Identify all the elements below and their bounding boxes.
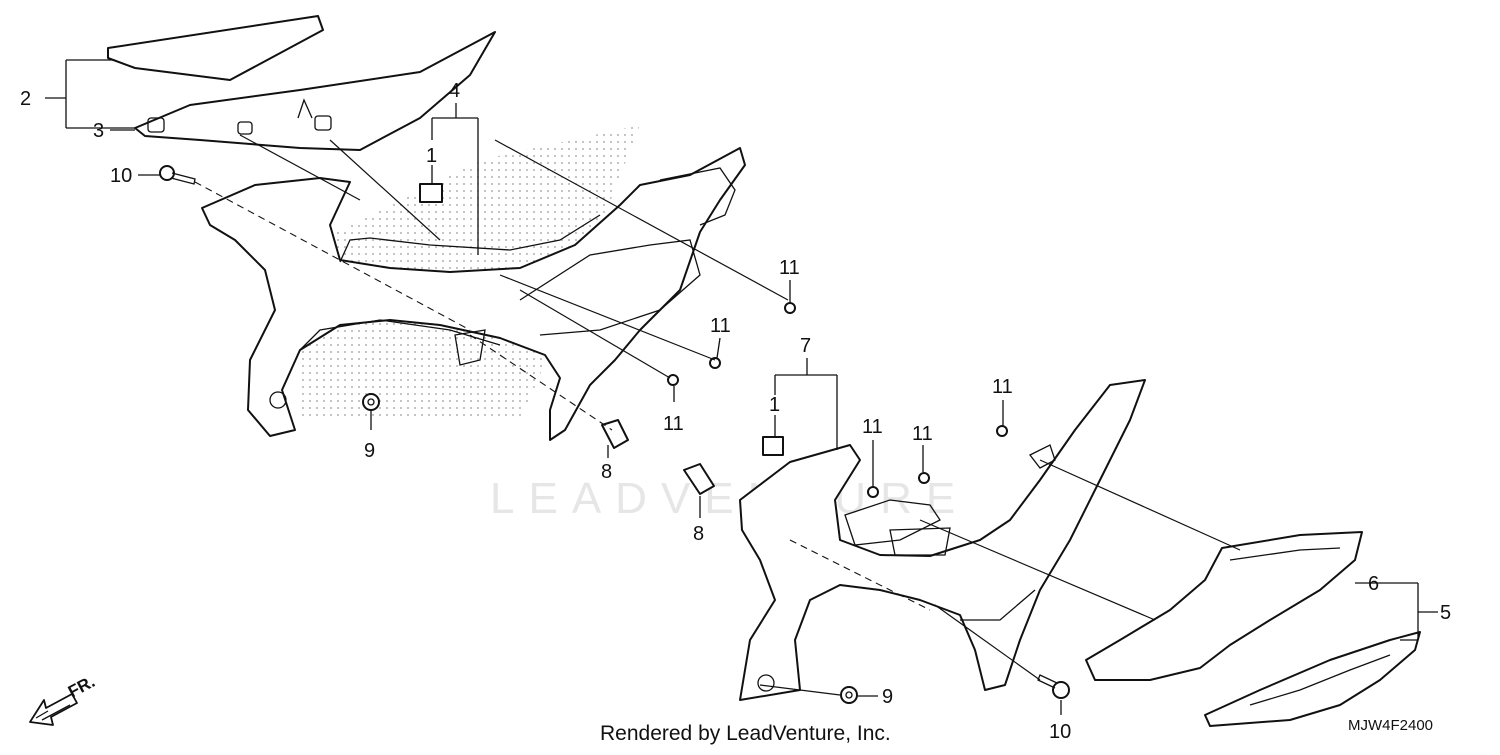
right-shroud-clip	[1029, 444, 1056, 469]
part-11-screws-right	[867, 425, 1008, 498]
right-shroud-grommet-hole	[757, 674, 775, 692]
leader-line-3	[239, 134, 361, 201]
callout-5: 5	[1440, 602, 1451, 624]
leader-line-6	[1039, 459, 1241, 551]
leader-line-4	[499, 274, 716, 361]
watermark-text: LEADVENTURE	[490, 474, 969, 523]
part-3-top-cover	[134, 31, 496, 151]
bracket-5-6	[1355, 582, 1438, 641]
bracket-4	[431, 103, 479, 255]
right-shroud-inner-block	[889, 527, 951, 556]
bracket-2-3	[45, 59, 135, 129]
dashed-line-1	[194, 181, 471, 331]
left-shroud	[201, 147, 746, 441]
leader-line-7	[919, 519, 1156, 621]
part-6-inner-line	[1229, 547, 1341, 561]
callout-1-lower: 1	[769, 394, 780, 416]
leader-line-1	[494, 139, 789, 301]
callout-11-c: 11	[663, 413, 684, 435]
callout-4: 4	[449, 80, 460, 102]
left-shroud-lower-edge	[299, 319, 501, 351]
left-shroud-bracket	[454, 329, 486, 366]
part-5-decal	[1204, 631, 1421, 727]
callout-9-right: 9	[882, 686, 893, 708]
part-8-collar-right	[683, 463, 715, 495]
callout-7: 7	[800, 335, 811, 357]
callout-11-f: 11	[862, 416, 883, 438]
part-11-screws-left	[667, 302, 796, 386]
callout-1-upper: 1	[426, 145, 437, 167]
dashed-line-3	[789, 539, 931, 611]
callout-11-e: 11	[912, 423, 933, 445]
bracket-7	[774, 358, 838, 450]
diagram-code: MJW4F2400	[1348, 717, 1433, 734]
leader-line-2	[329, 139, 441, 241]
left-shroud-vent	[659, 167, 736, 226]
part-9-nut-left	[362, 393, 380, 411]
right-shroud	[739, 379, 1146, 701]
leader-line-8	[934, 604, 1041, 681]
part-1-pad-upper	[419, 183, 443, 203]
leader-line-9	[759, 684, 841, 696]
callout-2: 2	[20, 88, 31, 110]
callout-10-left: 10	[110, 165, 132, 187]
leader-11b	[716, 337, 721, 359]
part-9-nut-right	[840, 686, 858, 704]
left-shroud-grommet-hole	[269, 391, 287, 409]
front-arrow-icon	[29, 693, 78, 726]
callout-11-a: 11	[779, 257, 800, 279]
callout-8-left: 8	[601, 461, 612, 483]
part-10-bolt-left	[159, 165, 196, 185]
callout-11-d: 11	[992, 376, 1013, 398]
left-shroud-inner-panel	[519, 239, 701, 336]
callout-11-b: 11	[710, 315, 731, 337]
right-shroud-vent	[844, 499, 941, 546]
leader-line-5	[519, 289, 671, 379]
part-3-clips	[147, 98, 332, 135]
callout-8-right: 8	[693, 523, 704, 545]
credit-text: Rendered by LeadVenture, Inc.	[600, 722, 891, 745]
right-shroud-edge	[960, 589, 1036, 621]
part-2-emblem-sheet	[107, 15, 324, 81]
part-10-bolt-right	[1037, 674, 1070, 699]
callout-6: 6	[1368, 573, 1379, 595]
callout-3: 3	[93, 120, 104, 142]
part-6-side-cover	[1085, 531, 1363, 681]
callout-10-right: 10	[1049, 721, 1071, 743]
part-8-collar-left	[601, 419, 629, 449]
part-1-pad-lower	[762, 436, 784, 456]
dashed-line-2	[469, 334, 613, 431]
left-shroud-inner-edge	[339, 214, 601, 263]
part-5-decal-detail	[1249, 654, 1391, 706]
callout-9-left: 9	[364, 440, 375, 462]
